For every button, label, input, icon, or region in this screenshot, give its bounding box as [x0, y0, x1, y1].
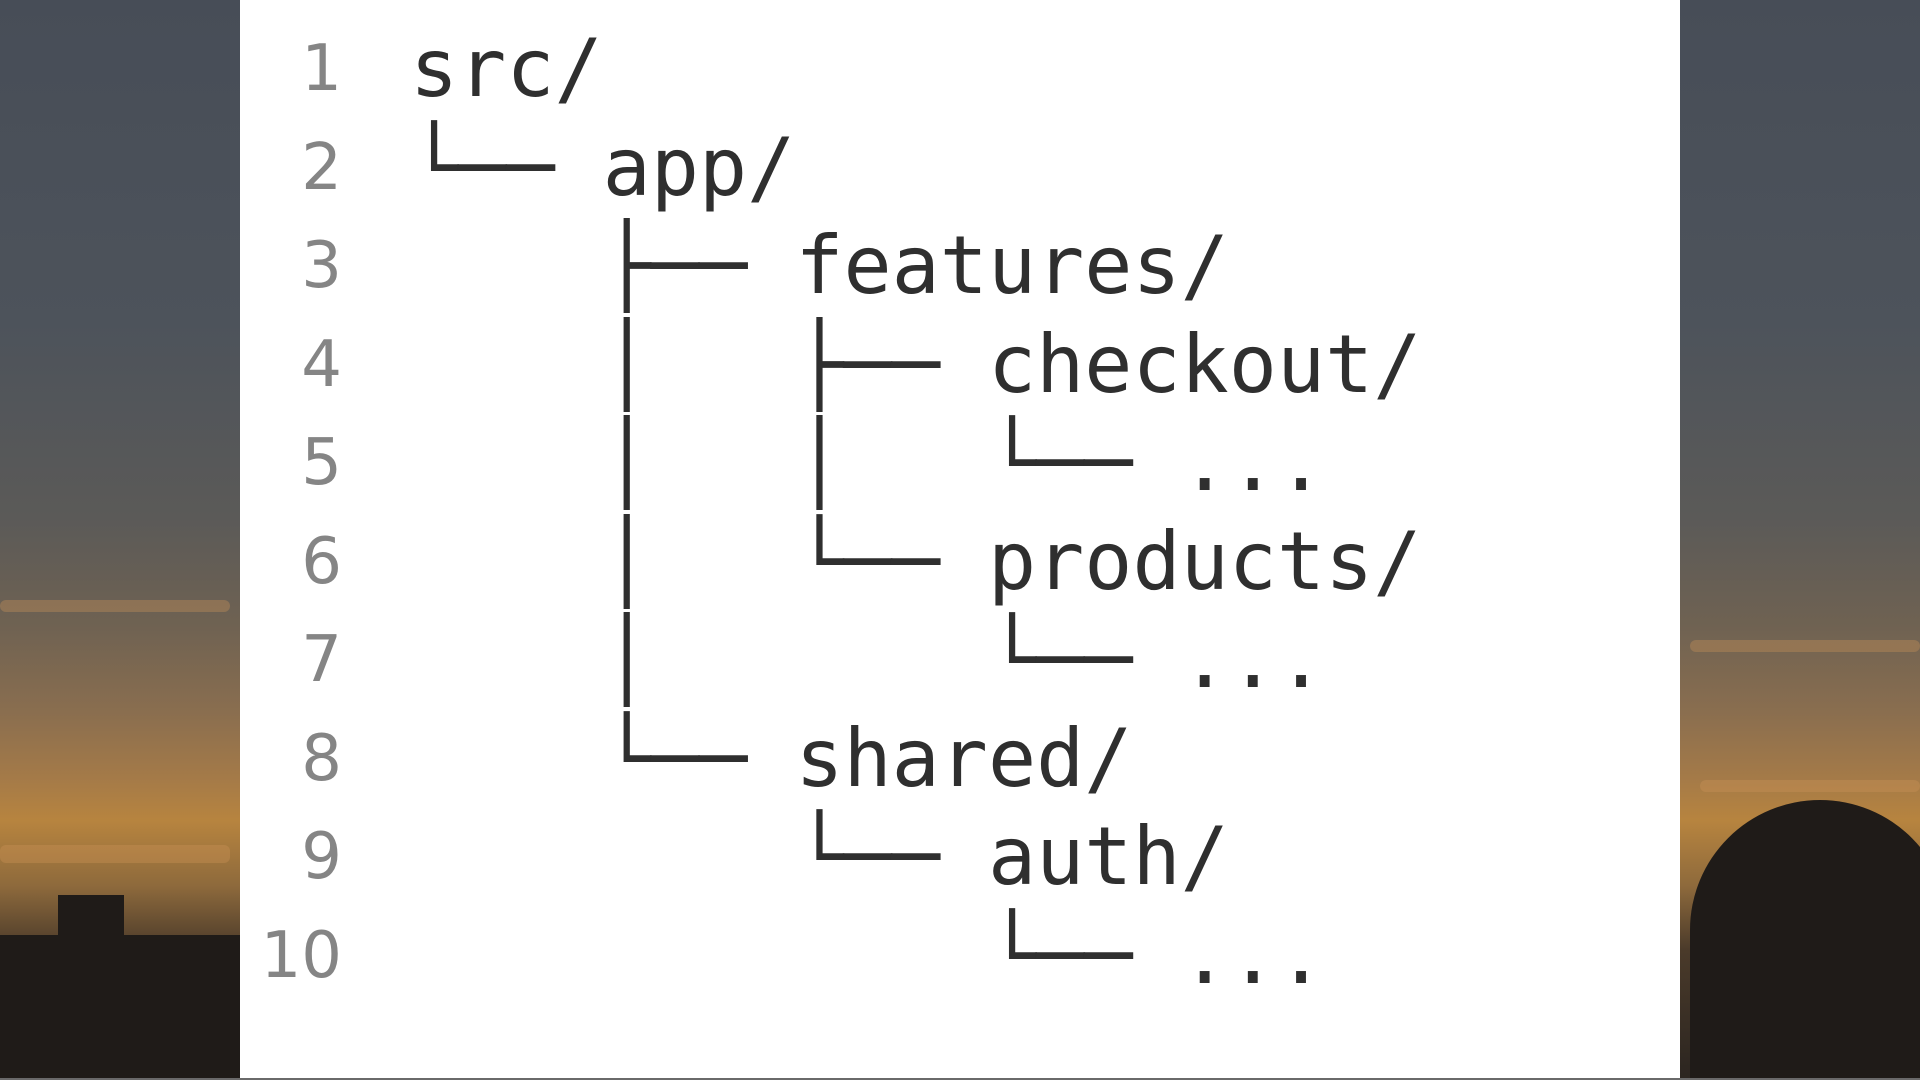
bottom-edge — [0, 1078, 1920, 1080]
cloud-streak-right-2 — [1700, 780, 1920, 792]
line-number: 7 — [301, 623, 342, 698]
line-number: 5 — [301, 426, 342, 501]
line-text: └── shared/ — [410, 711, 1133, 805]
code-line: 10 └── ... — [240, 907, 1680, 1006]
line-number: 9 — [301, 820, 342, 895]
cloud-streak-left-2 — [0, 845, 230, 863]
building-silhouette — [0, 935, 240, 1080]
code-line: 4 │ ├── checkout/ — [240, 316, 1680, 415]
line-text: │ └── ... — [410, 613, 1326, 707]
line-text: │ ├── checkout/ — [410, 317, 1422, 411]
cloud-streak-left — [0, 600, 230, 612]
line-text: │ └── products/ — [410, 514, 1422, 608]
line-text: └── auth/ — [410, 810, 1229, 904]
line-number: 3 — [301, 229, 342, 304]
line-number: 6 — [301, 524, 342, 599]
line-number: 1 — [301, 32, 342, 107]
cloud-streak-right — [1690, 640, 1920, 652]
tower-silhouette — [58, 895, 124, 940]
line-text: └── ... — [410, 908, 1326, 1002]
code-line: 6 │ └── products/ — [240, 513, 1680, 612]
code-listing: 1 src/ 2 └── app/ 3 ├── features/ 4 │ ├─… — [240, 20, 1680, 1005]
line-number: 4 — [301, 327, 342, 402]
code-line: 9 └── auth/ — [240, 808, 1680, 907]
line-number: 10 — [260, 918, 342, 993]
line-text: │ │ └── ... — [410, 416, 1326, 510]
line-number: 2 — [301, 130, 342, 205]
code-line: 2 └── app/ — [240, 119, 1680, 218]
line-text: └── app/ — [410, 120, 796, 214]
code-panel: 1 src/ 2 └── app/ 3 ├── features/ 4 │ ├─… — [240, 0, 1680, 1080]
code-line: 3 ├── features/ — [240, 217, 1680, 316]
line-number: 8 — [301, 721, 342, 796]
line-text: src/ — [410, 22, 603, 116]
line-text: ├── features/ — [410, 219, 1229, 313]
code-line: 5 │ │ └── ... — [240, 414, 1680, 513]
code-line: 7 │ └── ... — [240, 611, 1680, 710]
code-line: 1 src/ — [240, 20, 1680, 119]
code-line: 8 └── shared/ — [240, 710, 1680, 809]
tree-silhouette — [1690, 800, 1920, 1080]
